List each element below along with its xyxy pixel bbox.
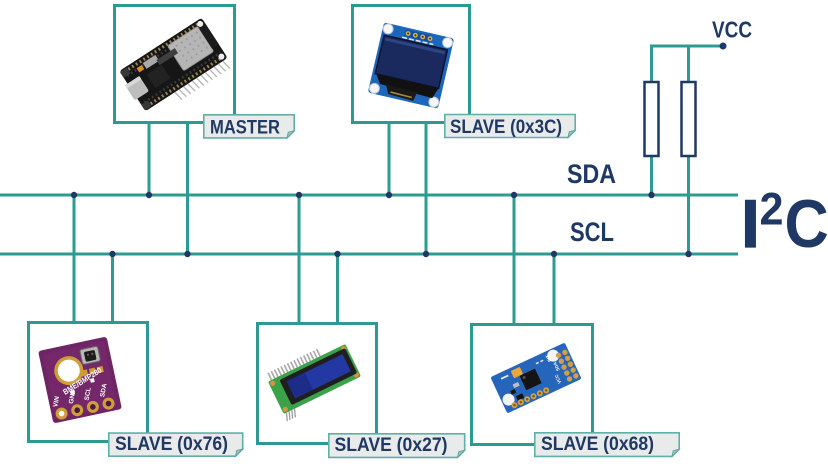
svg-text:VIN: VIN <box>52 396 61 408</box>
svg-text:SCL: SCL <box>570 217 614 247</box>
svg-text:SCL: SCL <box>84 387 93 401</box>
svg-text:C: C <box>785 185 828 262</box>
svg-text:SLAVE (0x68): SLAVE (0x68) <box>541 434 654 455</box>
svg-text:SDA: SDA <box>552 360 561 371</box>
svg-text:SDA: SDA <box>567 159 616 189</box>
svg-text:SLAVE (0x3C): SLAVE (0x3C) <box>450 117 562 138</box>
svg-text:SLAVE (0x27): SLAVE (0x27) <box>335 435 448 456</box>
svg-text:SLAVE (0x76): SLAVE (0x76) <box>115 434 228 455</box>
svg-text:VCC: VCC <box>712 17 752 43</box>
svg-text:I: I <box>741 186 760 262</box>
svg-text:INT: INT <box>544 354 552 363</box>
svg-text:MASTER: MASTER <box>210 118 280 139</box>
svg-text:SDA: SDA <box>99 383 108 398</box>
svg-text:VCC: VCC <box>553 373 562 384</box>
svg-text:2: 2 <box>760 184 784 235</box>
svg-text:GND: GND <box>68 389 77 405</box>
